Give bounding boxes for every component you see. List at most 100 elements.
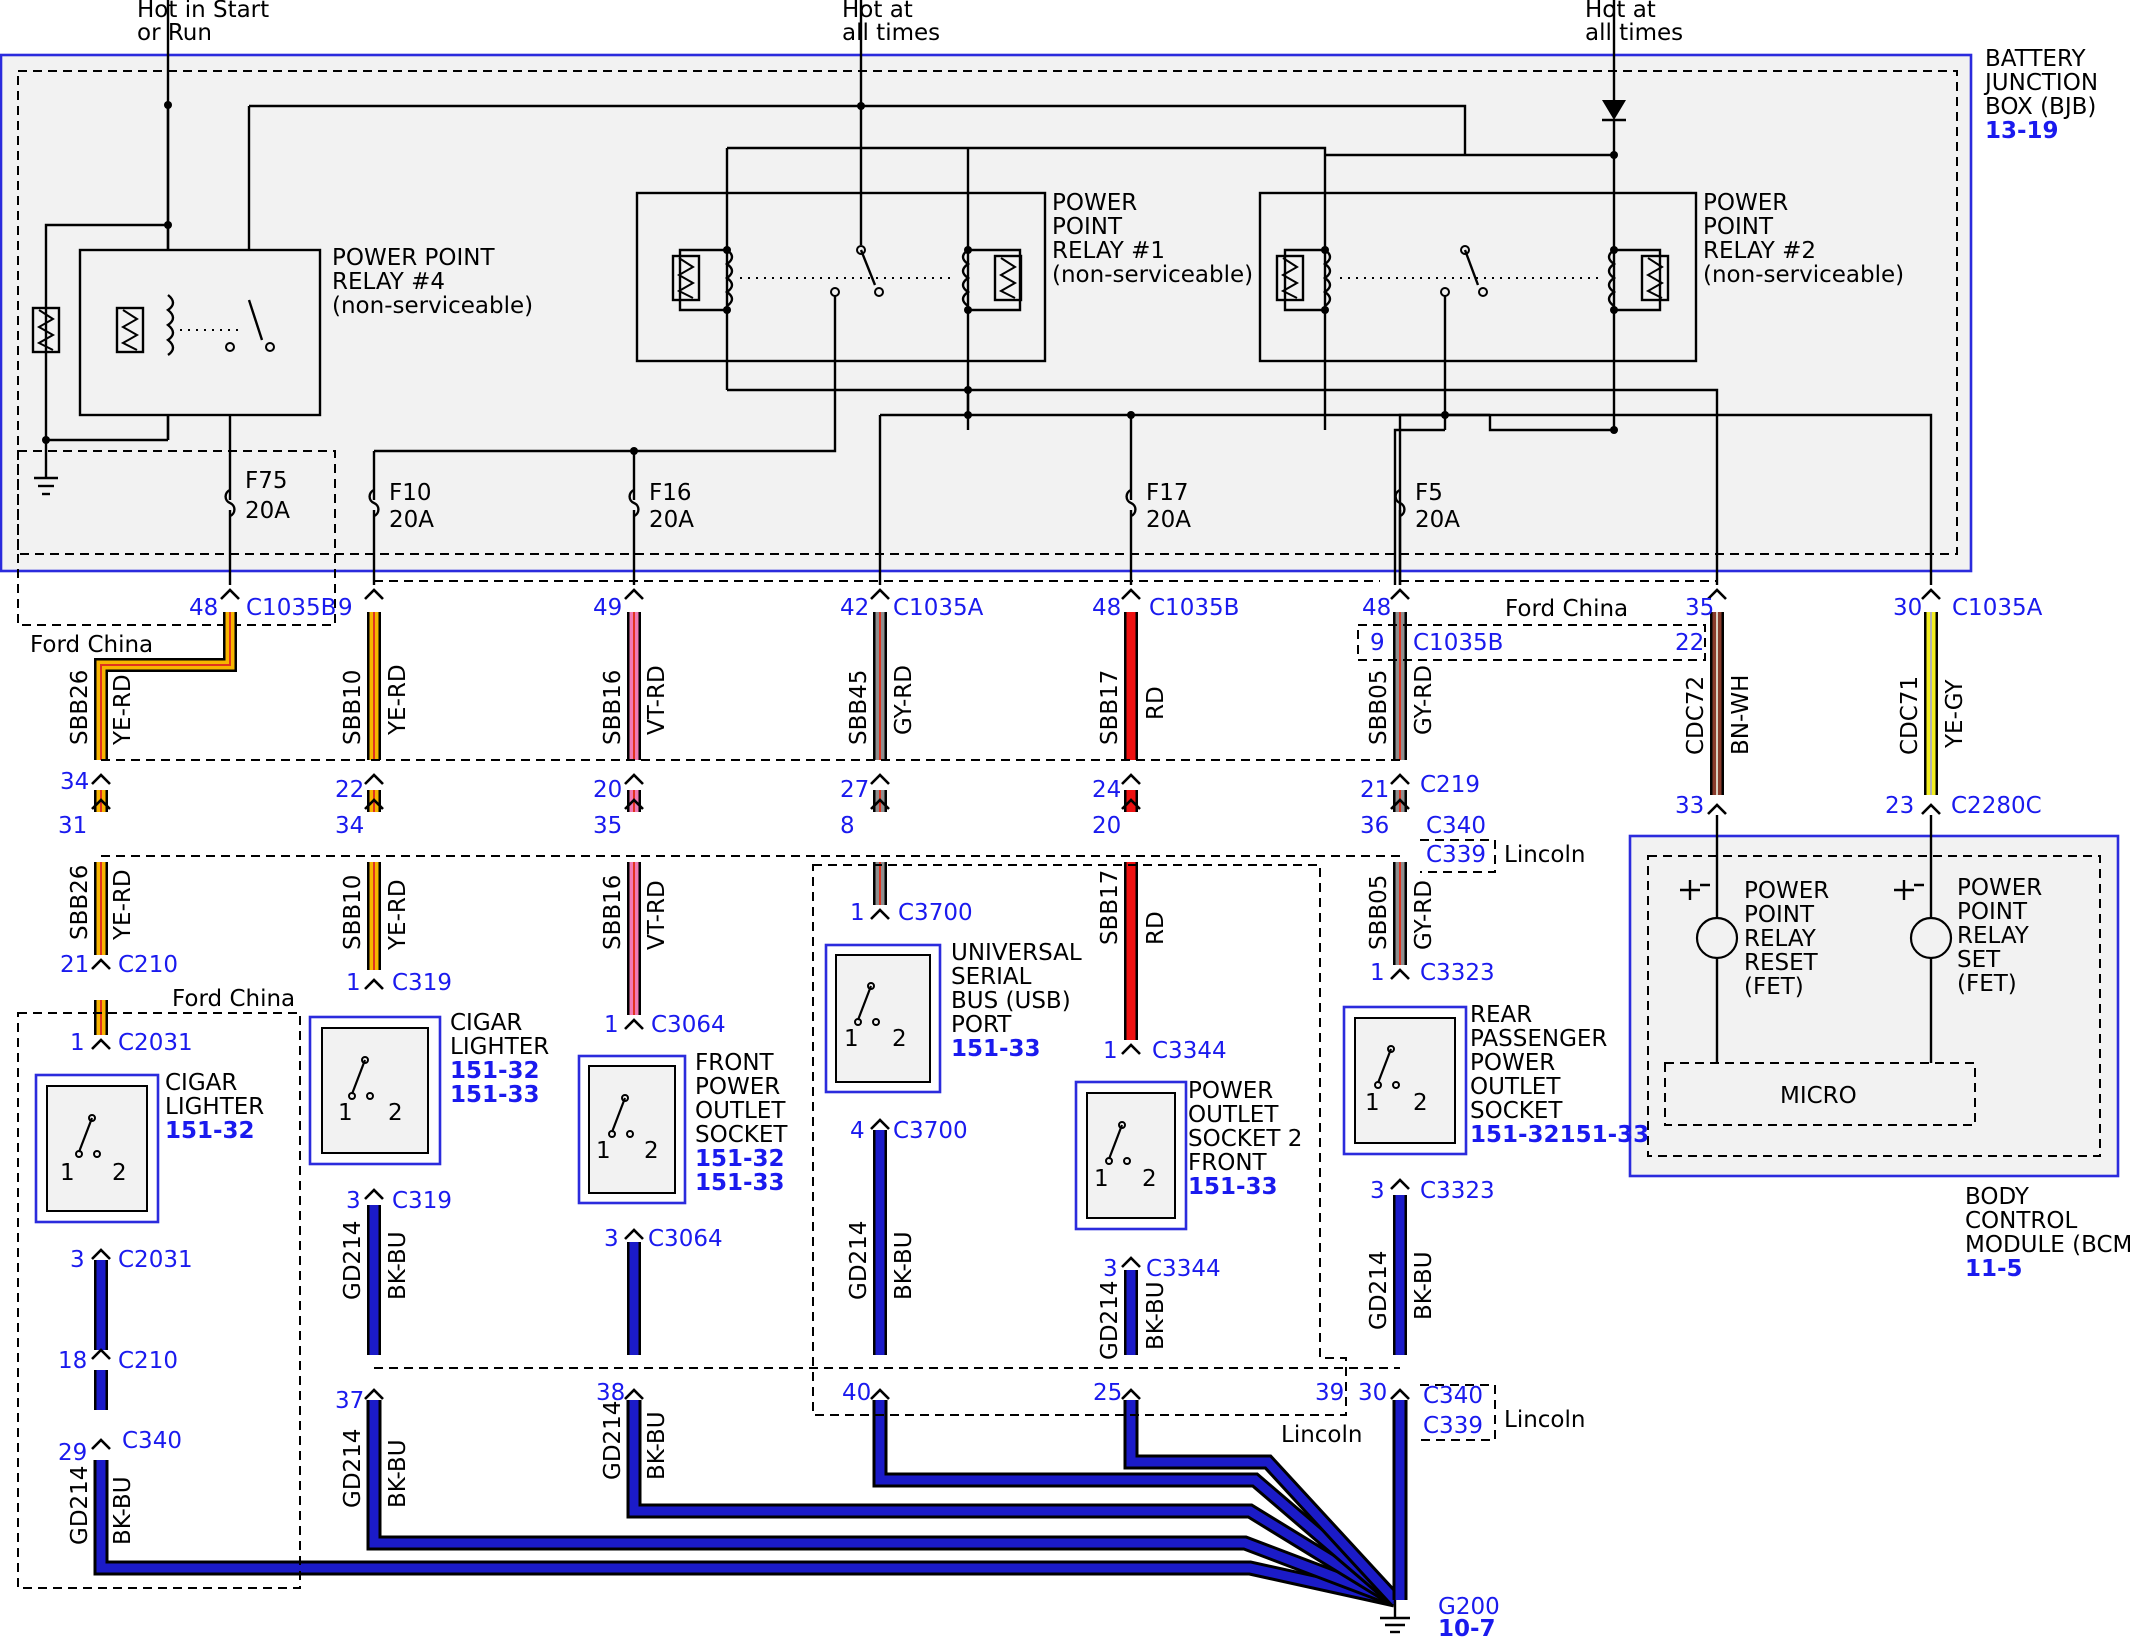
svg-text:LIGHTER: LIGHTER xyxy=(165,1094,264,1120)
svg-text:34: 34 xyxy=(335,813,364,839)
svg-text:1: 1 xyxy=(596,1138,611,1164)
svg-text:SBB16: SBB16 xyxy=(600,670,626,745)
svg-text:C340: C340 xyxy=(122,1428,182,1454)
connector-arrow-icon xyxy=(1121,1043,1141,1055)
svg-text:2: 2 xyxy=(644,1138,659,1164)
svg-text:SBB05: SBB05 xyxy=(1366,875,1392,950)
connector-arrow-icon xyxy=(364,1188,384,1200)
fet-reset-icon xyxy=(1680,815,1739,1063)
svg-text:SERIAL: SERIAL xyxy=(951,964,1032,990)
svg-text:3: 3 xyxy=(346,1188,361,1214)
connector-arrow-icon xyxy=(220,588,240,600)
svg-text:Lincoln: Lincoln xyxy=(1504,842,1585,868)
svg-text:BN-WH: BN-WH xyxy=(1728,675,1754,755)
svg-text:2: 2 xyxy=(112,1160,127,1186)
svg-text:C339: C339 xyxy=(1423,1413,1483,1439)
svg-text:SOCKET 2: SOCKET 2 xyxy=(1188,1126,1302,1152)
svg-text:RESET: RESET xyxy=(1744,950,1819,976)
svg-text:21: 21 xyxy=(60,952,89,978)
svg-text:21: 21 xyxy=(1360,777,1389,803)
svg-text:31: 31 xyxy=(58,813,87,839)
svg-text:C1035A: C1035A xyxy=(893,595,984,621)
connector-arrow-icon xyxy=(91,1348,111,1360)
connector-arrow-icon xyxy=(1707,803,1727,815)
connector-arrow-icon xyxy=(91,773,111,785)
svg-text:2: 2 xyxy=(892,1026,907,1052)
rear-passenger-power-outlet-socket: 1 2 REAR PASSENGER POWER OUTLET SOCKET 1… xyxy=(1342,1002,1649,1156)
connector-arrow-icon xyxy=(1121,773,1141,785)
svg-text:C1035A: C1035A xyxy=(1952,595,2043,621)
svg-text:BODY: BODY xyxy=(1965,1184,2030,1210)
diode-icon xyxy=(1602,100,1626,120)
svg-text:C219: C219 xyxy=(1420,772,1480,798)
svg-text:MODULE (BCM): MODULE (BCM) xyxy=(1965,1232,2130,1258)
connector-arrow-icon xyxy=(1121,1256,1141,1268)
svg-text:C3344: C3344 xyxy=(1152,1038,1227,1064)
svg-text:2: 2 xyxy=(1142,1166,1157,1192)
svg-text:48: 48 xyxy=(189,595,218,621)
svg-text:1: 1 xyxy=(1370,960,1385,986)
svg-text:20A: 20A xyxy=(649,507,694,533)
svg-text:PORT: PORT xyxy=(951,1012,1012,1038)
svg-text:GY-RD: GY-RD xyxy=(1411,880,1437,950)
ground-g200-icon: G200 10-7 xyxy=(1380,1594,1500,1639)
fuse-f5: F5 20A xyxy=(1394,480,1460,533)
svg-text:22: 22 xyxy=(1675,630,1704,656)
svg-text:20A: 20A xyxy=(245,498,290,524)
svg-text:YE-RD: YE-RD xyxy=(385,664,411,736)
svg-text:POINT: POINT xyxy=(1957,899,2028,925)
svg-text:9: 9 xyxy=(1370,630,1385,656)
svg-text:LIGHTER: LIGHTER xyxy=(450,1034,549,1060)
svg-text:1: 1 xyxy=(1094,1166,1109,1192)
svg-text:3: 3 xyxy=(604,1226,619,1252)
connector-arrow-icon xyxy=(91,1038,111,1050)
svg-text:23: 23 xyxy=(1885,793,1914,819)
svg-text:GD214: GD214 xyxy=(340,1221,366,1300)
svg-text:SOCKET: SOCKET xyxy=(1470,1098,1563,1124)
svg-text:Ford China: Ford China xyxy=(1505,596,1628,622)
power-point-relay-1: POWER POINT RELAY #1 (non-serviceable) xyxy=(635,190,1253,390)
connector-arrow-icon xyxy=(624,588,644,600)
pin-labels: 48 C1035B 9 49 42 C1035A 48 C1035B 48 9 … xyxy=(58,595,2043,1466)
svg-text:RELAY #4: RELAY #4 xyxy=(332,269,445,295)
svg-text:F5: F5 xyxy=(1415,480,1443,506)
svg-text:Ford China: Ford China xyxy=(30,632,153,658)
svg-text:BUS (USB): BUS (USB) xyxy=(951,988,1071,1014)
connector-arrow-icon xyxy=(364,773,384,785)
connector-arrow-icon xyxy=(1121,798,1141,810)
svg-text:(non-serviceable): (non-serviceable) xyxy=(1052,262,1253,288)
svg-text:YE-GY: YE-GY xyxy=(1942,679,1968,749)
svg-text:29: 29 xyxy=(58,1440,87,1466)
svg-text:OUTLET: OUTLET xyxy=(1188,1102,1279,1128)
svg-text:CIGAR: CIGAR xyxy=(450,1010,522,1036)
svg-text:C3064: C3064 xyxy=(651,1012,726,1038)
svg-text:25: 25 xyxy=(1093,1380,1122,1406)
svg-text:UNIVERSAL: UNIVERSAL xyxy=(951,940,1082,966)
svg-text:9: 9 xyxy=(338,595,353,621)
svg-text:1: 1 xyxy=(338,1100,353,1126)
connector-arrow-icon xyxy=(1390,773,1410,785)
connector-arrow-icon xyxy=(364,798,384,810)
connector-arrow-icon xyxy=(1921,588,1941,600)
svg-text:30: 30 xyxy=(1893,595,1922,621)
svg-text:C210: C210 xyxy=(118,952,178,978)
connector-arrow-icon xyxy=(624,798,644,810)
connector-arrow-icon xyxy=(91,958,111,970)
svg-text:BK-BU: BK-BU xyxy=(110,1476,136,1545)
svg-text:GD214: GD214 xyxy=(1366,1251,1392,1330)
svg-text:(non-serviceable): (non-serviceable) xyxy=(332,293,533,319)
svg-text:or Run: or Run xyxy=(137,20,212,46)
usb-port: 1 2 UNIVERSAL SERIAL BUS (USB) PORT 151-… xyxy=(824,940,1082,1094)
svg-text:GD214: GD214 xyxy=(846,1221,872,1300)
connector-arrow-icon xyxy=(364,588,384,600)
fuse-f17: F17 20A xyxy=(1125,480,1191,533)
svg-text:4: 4 xyxy=(850,1118,865,1144)
svg-text:SBB05: SBB05 xyxy=(1366,670,1392,745)
svg-text:C1035B: C1035B xyxy=(1149,595,1239,621)
power-point-relay-4: POWER POINT RELAY #4 (non-serviceable) xyxy=(31,245,533,417)
svg-text:C3700: C3700 xyxy=(893,1118,968,1144)
svg-text:1: 1 xyxy=(60,1160,75,1186)
svg-text:Hot at: Hot at xyxy=(1585,0,1656,23)
svg-text:24: 24 xyxy=(1092,777,1121,803)
